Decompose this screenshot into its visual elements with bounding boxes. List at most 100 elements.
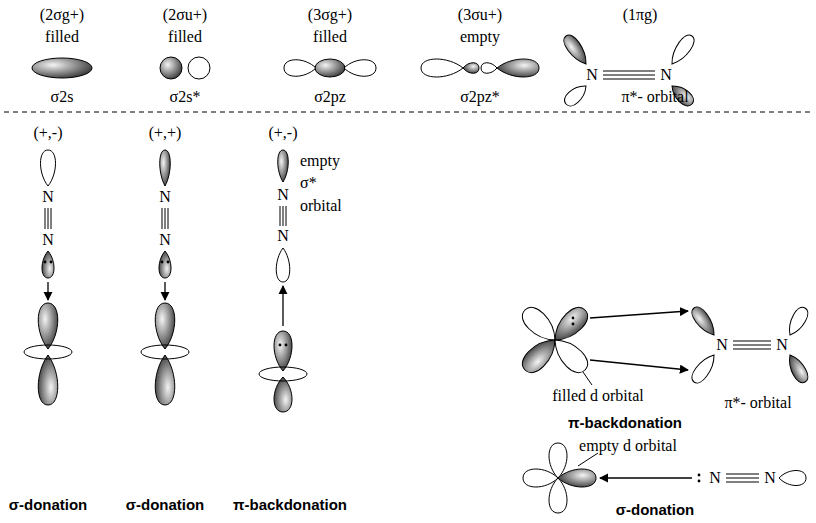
orbital-label: (+,-) [33,124,62,142]
orbital-label: (+,-) [268,124,297,142]
orbital-label: (1πg) [623,6,658,24]
torus-ring [141,345,189,359]
triple-bond [726,482,759,483]
triple-bond [603,75,655,76]
orbital-lobe [276,248,290,282]
interaction-caption: π-backdonation [233,497,347,514]
triple-bond [280,206,281,226]
orbital-lobe [463,63,479,74]
lone-pair-dot [285,344,288,347]
orbital-lobe [344,60,376,77]
orbital-lobe [689,351,720,386]
orbital-label: π*- orbital [724,394,791,412]
orbital-label: (2σg+) [40,6,84,24]
leader-line [583,372,592,385]
orbital-label: filled [168,28,202,46]
orbital-lobe [421,59,463,77]
interaction-caption: σ-donation [616,502,695,519]
sigma-2s-orbital [32,58,92,78]
orbital-label: N [586,66,598,84]
orbital-label: N [709,469,721,487]
orbital-label: (3σu+) [458,6,502,24]
triple-bond [48,208,49,229]
orbital-label: π*- orbital [621,88,688,106]
orbital-lobe [518,333,563,378]
torus-ring [24,345,72,359]
orbital-label: (2σu+) [163,6,207,24]
triple-bond [726,474,759,475]
lone-pair-dot [167,261,170,264]
triple-bond [733,345,771,346]
orbital-label: empty d orbital [579,437,677,455]
lone-pair-dot [698,474,701,477]
triple-bond [162,208,163,229]
orbital-lobe [284,60,316,77]
orbital-label: N [42,231,54,249]
orbital-lobe [155,303,175,349]
sigma-2pz-center [315,59,345,77]
orbital-label: N [277,186,289,204]
triple-bond [165,208,166,229]
orbital-label: (3σg+) [308,6,352,24]
orbital-label: σ2pz [314,88,346,106]
triple-bond [726,478,759,479]
lone-pair-dot [279,344,282,347]
orbital-label: σ2pz* [460,88,500,106]
donation-arrow [600,477,692,478]
orbital-lobe [481,63,497,74]
triple-bond [286,206,287,226]
orbital-label: N [277,227,289,245]
interaction-caption: σ-donation [9,497,88,514]
torus-ring [259,367,307,381]
orbital-lobe [274,377,292,412]
triple-bond [283,206,284,226]
orbital-lobe [497,59,539,77]
orbital-label: N [776,336,788,354]
orbital-lobe [278,150,289,182]
lone-pair-dot [50,261,53,264]
lone-pair-dot [698,480,701,483]
lone-pair-dot [44,261,47,264]
orbital-label: N [764,469,776,487]
donation-arrow [164,282,165,300]
orbital-label: N [159,231,171,249]
orbital-lobe [38,355,58,405]
interaction-caption: σ-donation [126,497,205,514]
orbital-lobe [41,150,56,186]
orbital-label: filled [45,28,79,46]
triple-bond [51,208,52,229]
orbital-label: N [42,188,54,206]
donation-arrow [47,282,48,300]
lone-pair-dot [572,323,575,326]
lone-pair-dot [572,317,575,320]
orbital-label: filled d orbital [552,387,644,405]
sigma-2s-star-lobe [160,57,182,79]
orbital-label: N [159,188,171,206]
orbital-label: σ2s* [170,88,201,106]
orbital-lobe [38,303,58,349]
interaction-caption: π-backdonation [568,415,682,432]
orbital-label: σ2s [51,88,74,106]
orbital-lobe [523,469,558,487]
triple-bond [603,71,655,72]
orbital-lobe [779,471,806,486]
orbital-lobe [155,355,175,405]
triple-bond [733,349,771,350]
orbital-label: N [716,336,728,354]
orbital-lobe [274,331,292,371]
triple-bond [733,341,771,342]
donation-arrow [590,360,688,370]
orbital-label: empty σ* orbital [300,150,352,217]
orbital-lobe [561,32,592,68]
orbital-label: filled [313,28,347,46]
orbital-lobe [689,304,720,339]
triple-bond [603,79,655,80]
donation-arrow [282,286,283,326]
orbital-lobe [784,352,811,386]
orbital-lobe [42,251,54,278]
orbital-label: empty [460,28,500,46]
leader-line [578,453,598,466]
separator-line [4,112,812,113]
